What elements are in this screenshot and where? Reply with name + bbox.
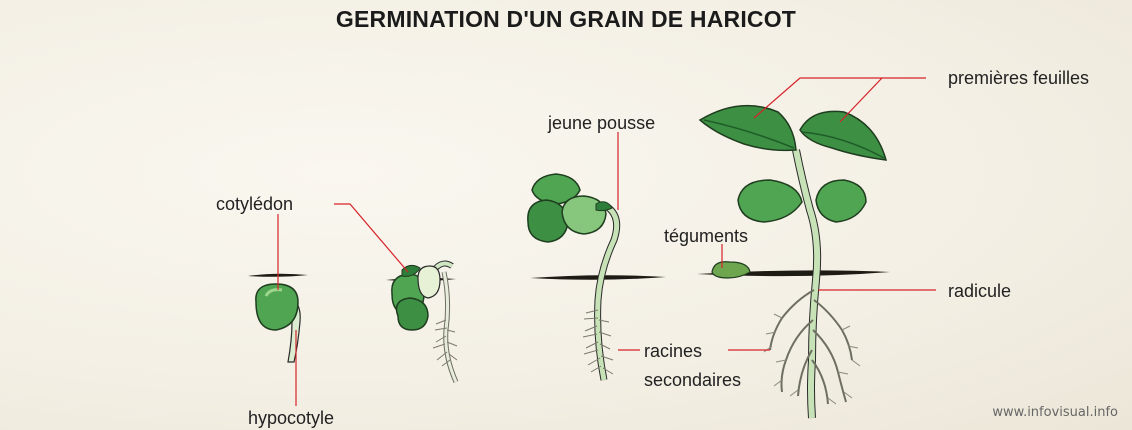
stage-3-cotyledon-right: [562, 196, 606, 234]
stage-4-cotyledon-left: [738, 180, 802, 222]
label-jeune-pousse: jeune pousse: [548, 113, 655, 133]
stage-2-cotyledon-b: [397, 298, 429, 330]
stage-3-cotyledon-left: [528, 200, 568, 242]
stage-1-seed: [256, 284, 300, 362]
label-racines-line1: racines: [644, 341, 702, 361]
soil-lines: [248, 270, 890, 281]
leader-cotyledon-2: [334, 204, 408, 272]
stage-4-stem-inner: [796, 150, 817, 418]
label-hypocotyle: hypocotyle: [248, 408, 334, 428]
stage-2-emerging: [392, 264, 457, 382]
source-credit: www.infovisual.info: [992, 405, 1118, 420]
stage-3-bud: [596, 202, 612, 211]
label-premieres-feuilles: premières feuilles: [948, 68, 1089, 88]
label-radicule: radicule: [948, 281, 1011, 301]
stage-2-bud: [402, 265, 420, 276]
label-cotyledon: cotylédon: [216, 194, 293, 214]
stage-2-root-inner: [444, 272, 456, 382]
label-teguments: téguments: [664, 226, 748, 246]
stage-3-stem-inner: [598, 206, 617, 380]
stage-2-seed-coat: [418, 266, 440, 298]
stage-4-cotyledon-right: [816, 180, 866, 222]
label-racines-line2: secondaires: [644, 370, 741, 390]
